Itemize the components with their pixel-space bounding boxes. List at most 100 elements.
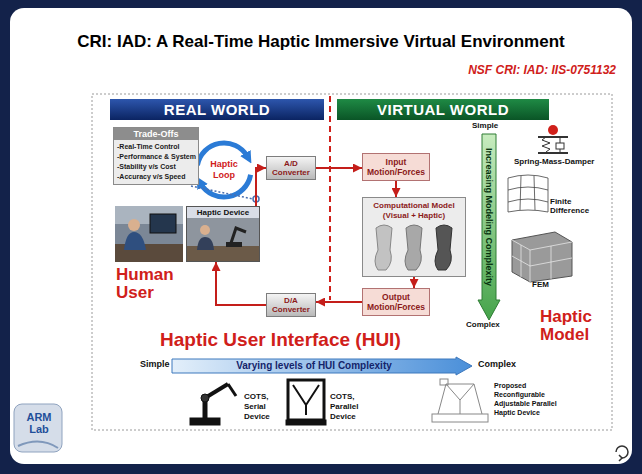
box-text: VIRTUAL WORLD: [337, 99, 549, 120]
proposed-device-figure: [440, 379, 448, 385]
signal-arrow: [316, 301, 362, 303]
parallel-device-figure: [288, 380, 324, 420]
model-figure: [362, 197, 466, 277]
proposed-device-figure: [446, 384, 474, 385]
serial-device-figure: [190, 384, 236, 425]
model-caption: Finite Difference: [550, 198, 598, 216]
user-photo: [128, 219, 140, 231]
device-photo-box: Haptic Device: [186, 206, 260, 262]
model-heading: Haptic Model: [540, 308, 602, 344]
lab-logo: [18, 441, 58, 448]
model-figure: [405, 225, 422, 270]
finite-difference-grid: [520, 176, 521, 210]
finite-difference-grid: [508, 210, 548, 212]
serial-device-figure: [201, 394, 209, 402]
model-figure: [362, 197, 466, 277]
haptic-loop-arrows: [197, 143, 250, 197]
device-caption: COTS, Serial Device: [244, 392, 284, 422]
lab-logo: [14, 404, 62, 452]
fem-mesh: [512, 240, 572, 282]
region-band: VIRTUAL WORLD: [337, 99, 549, 120]
box-text: Varying levels of HUI Complexity: [172, 357, 456, 375]
scale-end-label: Simple: [472, 122, 498, 131]
return-icon: [616, 446, 628, 458]
tradeoff-leader: [191, 186, 253, 199]
device-photo: [226, 242, 242, 247]
return-icon: [619, 455, 622, 461]
finite-difference-grid: [508, 175, 548, 212]
proposed-device-figure: [460, 384, 474, 400]
return-icon: [616, 446, 628, 461]
model-box: Computational Model (Visual + Haptic): [362, 197, 466, 277]
complexity-arrow: Varying levels of HUI Complexity: [172, 357, 472, 375]
device-caption: COTS, Parallel Device: [330, 392, 370, 422]
tradeoff-leader: [191, 186, 259, 202]
tradeoff-box: Trade-Offs-Real-Time Control-Performance…: [113, 127, 199, 185]
spring-mass-damper-figure: [538, 152, 568, 154]
signal-arrow: [413, 277, 415, 288]
converter-box: A/D Converter: [266, 156, 316, 180]
device-photo: [197, 237, 214, 250]
box-text: Output Motion/Forces: [363, 289, 429, 315]
proposed-device-figure: [438, 384, 446, 414]
finite-difference-grid: [534, 176, 535, 210]
process-box: Output Motion/Forces: [362, 288, 430, 316]
model-figure: [435, 225, 452, 270]
serial-device-figure: [228, 384, 236, 396]
box-body-line: -Performance & System: [114, 152, 198, 162]
spring-mass-damper-figure: [560, 137, 561, 143]
scale-end-label: Complex: [478, 360, 516, 370]
actor-label: Human User: [116, 266, 188, 302]
box-body-line: -Stability v/s Cost: [114, 162, 198, 172]
spring-mass-damper-figure: [548, 125, 558, 135]
figure-frame: [92, 94, 612, 430]
region-band: REAL WORLD: [110, 99, 324, 120]
user-photo: [115, 206, 183, 262]
box-text: Haptic Device: [187, 207, 259, 218]
device-photo: [200, 225, 210, 235]
spring-mass-damper-figure: [538, 136, 568, 138]
parallel-device-figure: [286, 420, 326, 425]
process-box: Input Motion/Forces: [362, 153, 430, 181]
proposed-device-figure: [460, 400, 461, 414]
user-photo: [115, 206, 183, 262]
parallel-device-figure: [305, 405, 307, 415]
parallel-device-figure: [286, 380, 326, 425]
loop-label: Haptic Loop: [204, 159, 244, 181]
logo-text: ARM Lab: [20, 411, 58, 435]
proposed-device-figure: [474, 384, 482, 414]
finite-difference-grid: [508, 178, 509, 212]
converter-box: D/A Converter: [266, 293, 316, 317]
model-caption: FEM: [532, 281, 549, 290]
signal-arrow: [216, 262, 266, 305]
proposed-device-figure: [432, 414, 488, 422]
box-text: Increasing Modeling Complexity: [484, 148, 494, 286]
device-photo: [187, 218, 259, 261]
spring-mass-damper-figure: [542, 137, 550, 152]
device-photo: [187, 218, 259, 261]
finite-difference-grid: [508, 175, 548, 178]
signal-arrow: [316, 167, 362, 169]
arrow-outline: [478, 134, 500, 320]
finite-difference-grid: [508, 187, 548, 190]
user-photo: [150, 214, 176, 233]
scale-end-label: Simple: [140, 360, 170, 370]
arrow-outline: [172, 357, 472, 375]
box-text: Input Motion/Forces: [363, 154, 429, 180]
interface-heading: Haptic User Interface (HUI): [160, 330, 401, 351]
grant-number: NSF CRI: IAD: IIS-0751132: [468, 64, 616, 77]
device-caption: Proposed Reconfigurable Adjustable Paral…: [494, 381, 562, 417]
serial-device-figure: [190, 418, 220, 425]
model-figure: [375, 225, 392, 270]
box-text: D/A Converter: [267, 294, 315, 316]
box-text: Computational Model (Visual + Haptic): [363, 198, 465, 224]
slide-title: CRI: IAD: A Real-Time Haptic Immersive V…: [0, 33, 642, 52]
slide-ground: [10, 8, 632, 464]
box-body-line: -Accuracy v/s Speed: [114, 172, 198, 182]
spring-mass-damper-figure: [556, 143, 564, 149]
box-text: REAL WORLD: [110, 99, 324, 120]
proposed-device-figure: [446, 384, 460, 400]
scale-end-label: Complex: [466, 321, 500, 330]
